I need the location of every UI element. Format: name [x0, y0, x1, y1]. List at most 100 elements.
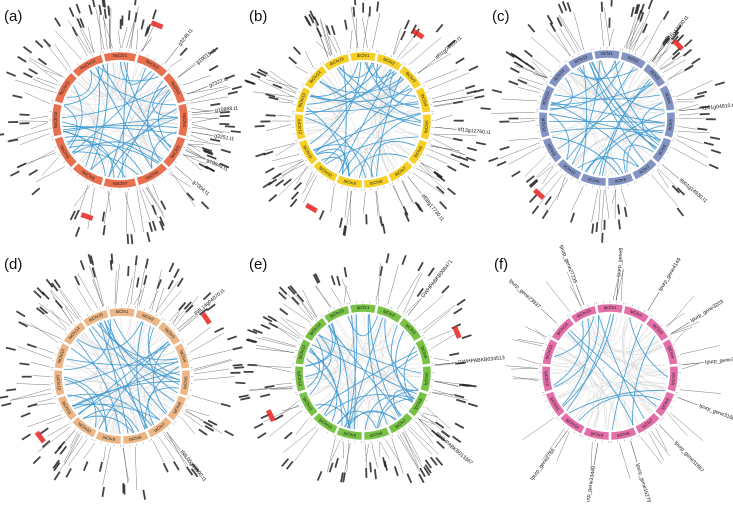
gene-pointer — [657, 170, 669, 188]
scale-tick — [311, 167, 312, 168]
gene-label: Ipurp_gene3203 — [690, 299, 725, 324]
gene-pointer — [659, 425, 674, 441]
scale-tick — [555, 165, 556, 166]
gene-label-block — [683, 49, 692, 57]
gene-pointer — [30, 116, 48, 119]
scale-tick — [568, 428, 569, 430]
gene-pointer — [599, 190, 601, 221]
gene-label-block — [447, 165, 457, 171]
gene-pointer — [84, 443, 96, 459]
gene-label-block — [28, 68, 38, 74]
gene-label-block — [8, 121, 18, 123]
gene-label: itb01g14930.t1 — [678, 178, 708, 205]
gene-pointer — [676, 139, 708, 157]
gene-pointer — [191, 395, 220, 403]
gene-pointer — [190, 135, 208, 142]
scale-tick — [415, 417, 417, 418]
gene-pointer — [662, 164, 679, 178]
gene-label-block — [234, 366, 244, 369]
scale-tick — [69, 328, 70, 329]
gene-pointer — [542, 166, 553, 184]
gene-pointer — [77, 37, 87, 56]
gene-label-block — [369, 462, 372, 472]
scale-tick — [649, 61, 650, 63]
scale-tick — [582, 436, 583, 438]
gene-pointer — [192, 124, 223, 133]
highlight-gene-block — [452, 326, 461, 339]
scale-tick — [63, 162, 65, 163]
gene-label-block — [21, 412, 31, 417]
gene-label-block — [386, 253, 390, 263]
gene-label: Ipurp_gene33449 — [584, 466, 597, 502]
gene-label-block — [163, 463, 169, 473]
gene-pointer — [295, 295, 315, 318]
gene-pointer — [559, 15, 581, 51]
scale-tick — [55, 147, 57, 148]
scale-tick — [419, 160, 421, 161]
gene-pointer — [651, 431, 670, 456]
scale-tick — [545, 84, 547, 85]
scale-tick — [162, 175, 163, 177]
scale-tick — [100, 52, 101, 54]
scale-tick — [54, 396, 56, 397]
gene-pointer — [421, 415, 444, 427]
gene-pointer — [651, 51, 667, 61]
gene-label-block — [640, 4, 645, 14]
gene-pointer — [18, 346, 52, 359]
gene-label-block — [19, 363, 29, 366]
gene-pointer — [125, 192, 135, 232]
scale-tick — [666, 412, 668, 413]
scale-tick — [653, 170, 654, 171]
gene-pointer — [278, 161, 303, 180]
circos-panel-4: (d)IaChr1IaChr2IaChr3IaChr4IaChr5IaChr6I… — [0, 254, 245, 500]
gene-pointer — [153, 441, 164, 462]
gene-pointer — [275, 383, 292, 384]
scale-tick — [414, 72, 415, 73]
gene-label-block — [474, 95, 484, 99]
gene-pointer — [169, 173, 192, 187]
gene-pointer — [126, 277, 132, 304]
chromosome-label: NoChr4 — [182, 113, 187, 128]
scale-tick — [385, 53, 386, 55]
gene-label-block — [404, 20, 410, 30]
scale-tick — [652, 315, 653, 317]
scale-tick — [149, 440, 150, 442]
gene-pointer — [621, 189, 626, 206]
gene-label-block — [38, 58, 47, 65]
gene-label-block — [365, 468, 367, 478]
gene-label-block — [704, 142, 714, 146]
gene-label-block — [514, 61, 523, 68]
scale-tick — [403, 62, 404, 64]
chromosome-label: NoChr7 — [113, 181, 128, 186]
gene-label-block — [214, 327, 224, 333]
scale-tick — [188, 396, 190, 397]
scale-tick — [61, 411, 63, 412]
gene-label-block — [624, 207, 628, 217]
scale-tick — [569, 314, 570, 316]
gene-pointer — [648, 292, 660, 311]
scale-tick — [392, 435, 393, 437]
gene-pointer — [546, 29, 571, 56]
gene-label-block — [23, 72, 33, 78]
gene-pointer — [191, 132, 213, 136]
gene-label-block — [177, 278, 184, 287]
scale-tick — [65, 334, 67, 335]
gene-label-block — [591, 223, 594, 233]
gene-pointer — [663, 60, 686, 73]
gene-pointer — [372, 13, 380, 49]
scale-tick — [566, 60, 567, 62]
gene-label-block — [17, 163, 27, 169]
gene-pointer — [277, 115, 291, 116]
gene-label-block — [374, 469, 377, 479]
gene-label-block — [715, 81, 725, 86]
gene-pointer — [124, 448, 128, 483]
scale-tick — [172, 423, 173, 424]
scale-tick — [631, 438, 632, 440]
gene-label: itf08g17730.t1 — [420, 193, 445, 223]
gene-label-block — [439, 201, 447, 210]
gene-label-block — [290, 199, 298, 208]
gene-label-block — [510, 67, 520, 73]
gene-label-block — [231, 130, 241, 133]
gene-pointer — [572, 186, 584, 211]
scale-tick — [57, 405, 59, 406]
